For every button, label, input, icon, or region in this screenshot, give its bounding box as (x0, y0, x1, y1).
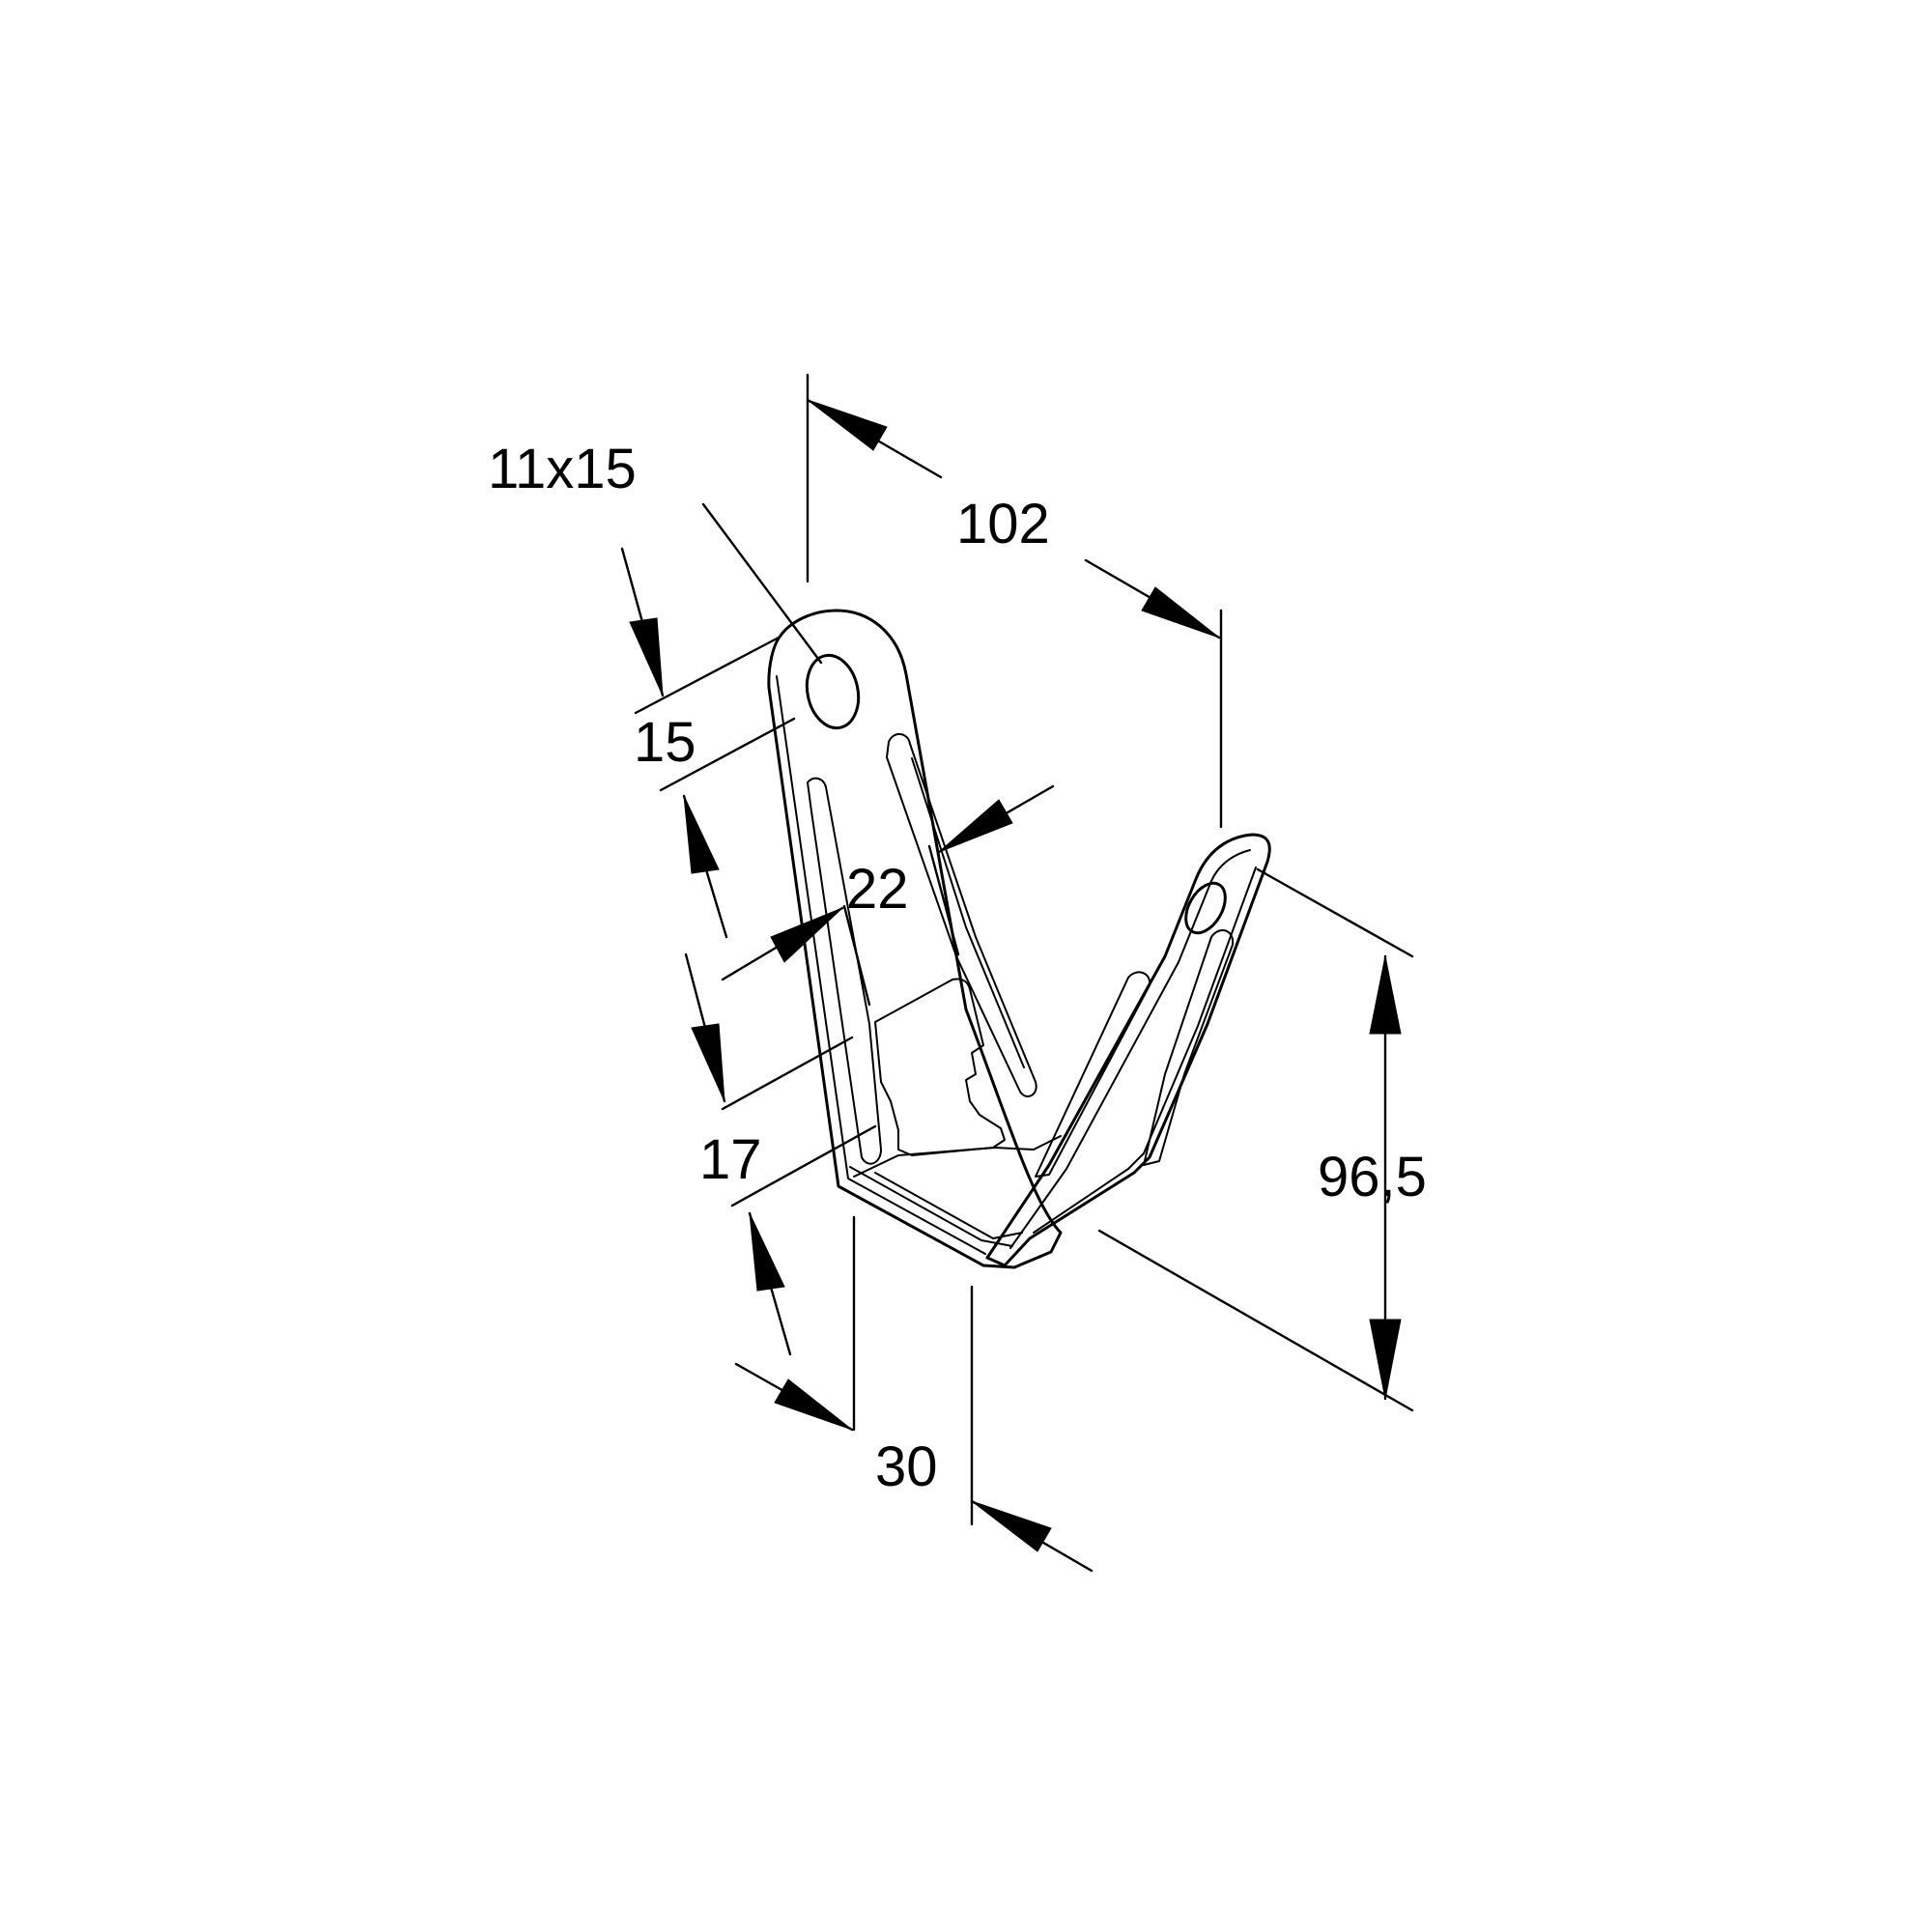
dim-96-arrow-bottom (1369, 1319, 1402, 1400)
dim-30-arrow-left (774, 1378, 853, 1431)
dim-30-label: 30 (875, 1435, 938, 1498)
right-plate-slot-1 (1035, 971, 1151, 1178)
left-slot (807, 777, 882, 1165)
dim-96-ext-bottom (1097, 1229, 1414, 1412)
dim-102-arrow-left (807, 399, 888, 451)
left-plate-right-rib (911, 757, 1025, 1068)
right-plate-outline (985, 833, 1271, 1267)
right-plate-inner-edge-2 (1033, 867, 1257, 1234)
left-hole (805, 653, 861, 730)
left-plate-inner-edge (776, 675, 986, 1255)
left-plate-right-slot (886, 733, 1037, 1097)
bracket-part (767, 609, 1271, 1269)
center-cutout (874, 978, 1006, 1156)
dim-15-arrow-bottom (683, 795, 720, 874)
dim-hole-label: 11x15 (488, 438, 637, 500)
dim-30-arrow-right (971, 1500, 1052, 1552)
dim-102-label: 102 (956, 493, 1050, 555)
dim-17-label: 17 (699, 1128, 762, 1191)
dim-17-arrow-top (691, 1023, 725, 1102)
base-plate-edge (874, 1172, 1023, 1239)
dim-22-label: 22 (846, 858, 909, 921)
left-plate-bend-line (849, 1166, 1013, 1247)
dim-17-arrow-bottom (749, 1212, 785, 1292)
dim-15-ext-bottom (659, 717, 796, 792)
dim-17-ext-top (721, 1036, 854, 1111)
dim-96-label: 96,5 (1318, 1146, 1427, 1208)
dim-15-arrow-top (629, 617, 664, 696)
left-plate-outline (767, 609, 1063, 1269)
right-plate-inner-edge (1009, 849, 1251, 1249)
dim-22-ext-right (927, 844, 960, 956)
dim-22-arrow-right (938, 799, 1013, 853)
dim-hole-leader (701, 502, 823, 665)
dim-102-arrow-right (1141, 586, 1220, 639)
dim-15-label: 15 (634, 711, 696, 774)
right-hole (1184, 881, 1227, 935)
dim-17-ext-bottom (730, 1124, 877, 1208)
base-plate (853, 1135, 1062, 1178)
dim-15-ext-top (634, 636, 781, 715)
dim-22-arrow-left (770, 907, 843, 963)
dim-22-ext-left (842, 904, 871, 1007)
dim-96-arrow-top (1369, 955, 1402, 1035)
dimension-annotations: 11x15 102 15 22 17 (488, 373, 1427, 1573)
right-plate-slot-2 (1143, 929, 1235, 1166)
dim-96-ext-top (1256, 867, 1414, 958)
